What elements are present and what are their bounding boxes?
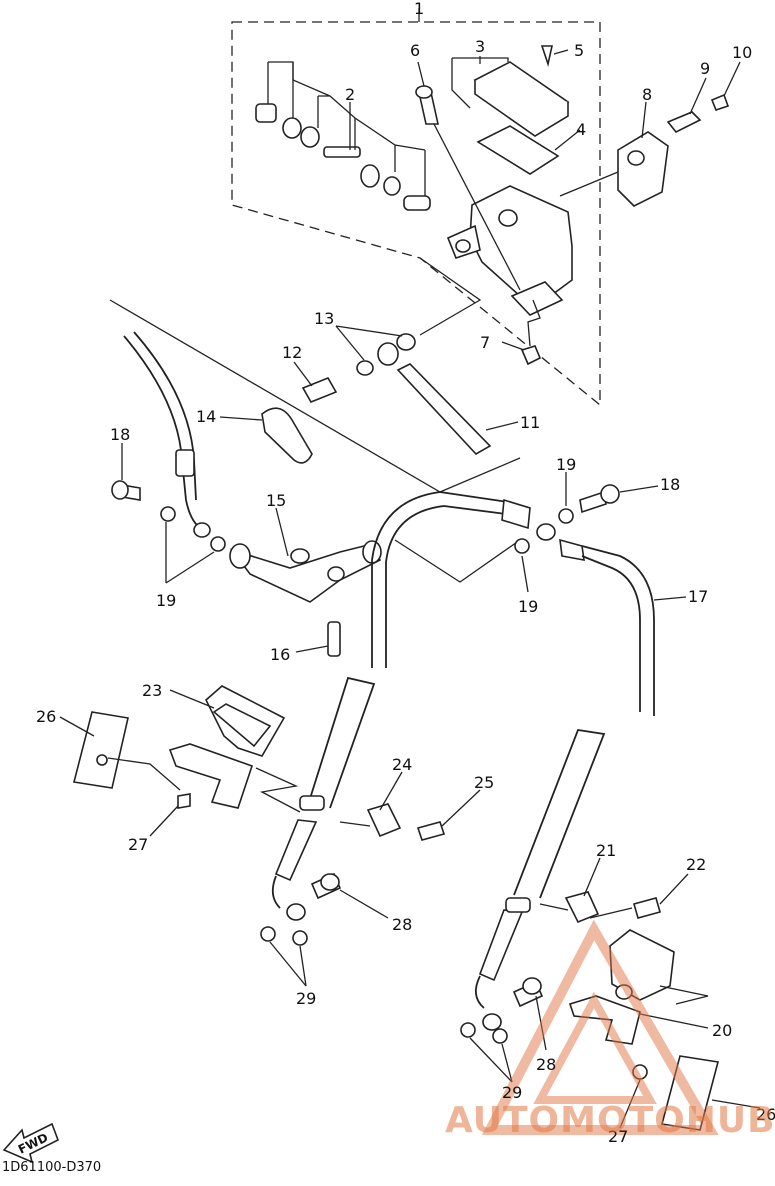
handlebar-clamp <box>559 93 730 207</box>
diagram-code: 1D61100-D370 <box>2 1160 102 1175</box>
callout-13: 13 <box>314 309 334 328</box>
callout-11: 11 <box>520 413 540 432</box>
callout-4: 4 <box>576 120 586 139</box>
callout-19b: 19 <box>156 591 176 610</box>
brake-hose-upper <box>301 333 492 456</box>
callout-28b: 28 <box>536 1055 556 1074</box>
callout-7: 7 <box>480 333 490 352</box>
callout-10: 10 <box>732 43 752 62</box>
callout-28a: 28 <box>392 915 412 934</box>
callout-26b: 26 <box>756 1105 775 1124</box>
master-cylinder-body <box>415 85 573 366</box>
callout-20: 20 <box>712 1021 732 1040</box>
reservoir-cap <box>451 45 570 175</box>
callout-18a: 18 <box>110 425 130 444</box>
callout-29b: 29 <box>502 1083 522 1102</box>
callout-27a: 27 <box>128 835 148 854</box>
callout-29a: 29 <box>296 989 316 1008</box>
callout-19c: 19 <box>518 597 538 616</box>
leader-lines <box>59 49 761 1129</box>
callout-1: 1 <box>414 0 424 18</box>
callout-6: 6 <box>410 41 420 60</box>
callout-23: 23 <box>142 681 162 700</box>
assembly-group-box <box>231 8 601 407</box>
callout-27b: 27 <box>608 1127 628 1146</box>
callout-labels: 1 2 3 4 5 6 7 8 9 10 11 12 13 14 15 16 1… <box>36 0 775 1146</box>
callout-14: 14 <box>196 407 216 426</box>
forward-arrow-icon: FWD <box>2 1122 60 1164</box>
callout-24: 24 <box>392 755 412 774</box>
watermark-triangle <box>481 919 719 1135</box>
callout-22: 22 <box>686 855 706 874</box>
callout-21: 21 <box>596 841 616 860</box>
callout-25: 25 <box>474 773 494 792</box>
left-hose-bracket <box>73 685 446 841</box>
callout-18b: 18 <box>660 475 680 494</box>
callout-3: 3 <box>475 37 485 56</box>
callout-26a: 26 <box>36 707 56 726</box>
callout-17: 17 <box>688 587 708 606</box>
callout-5: 5 <box>574 41 584 60</box>
callout-15: 15 <box>266 491 286 510</box>
callout-16: 16 <box>270 645 290 664</box>
brake-hose-joint <box>229 540 382 657</box>
callout-12: 12 <box>282 343 302 362</box>
piston-kit <box>255 61 431 211</box>
hose-boot <box>261 407 313 464</box>
callout-19a: 19 <box>556 455 576 474</box>
callout-9: 9 <box>700 59 710 78</box>
callout-2: 2 <box>345 85 355 104</box>
brake-hose-main <box>307 491 655 899</box>
watermark-text: AUTOMOTOHUB <box>445 1100 775 1141</box>
callout-8: 8 <box>642 85 652 104</box>
